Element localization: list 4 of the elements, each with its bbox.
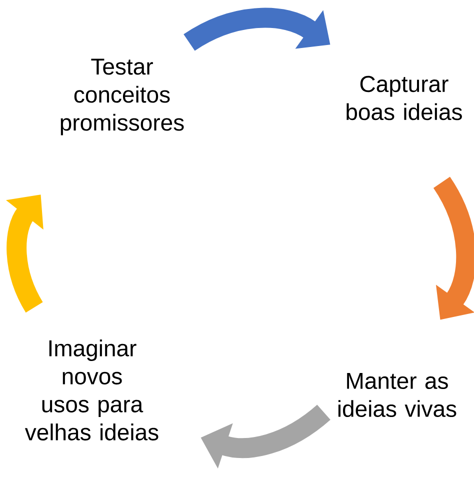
label-text: Imaginar novos usos para velhas ideias	[24, 340, 158, 440]
label-text: Manter as ideias vivas	[338, 372, 456, 418]
label-text: Testar conceitos promissores	[60, 58, 184, 136]
label-text: Capturar boas ideias	[346, 76, 462, 120]
